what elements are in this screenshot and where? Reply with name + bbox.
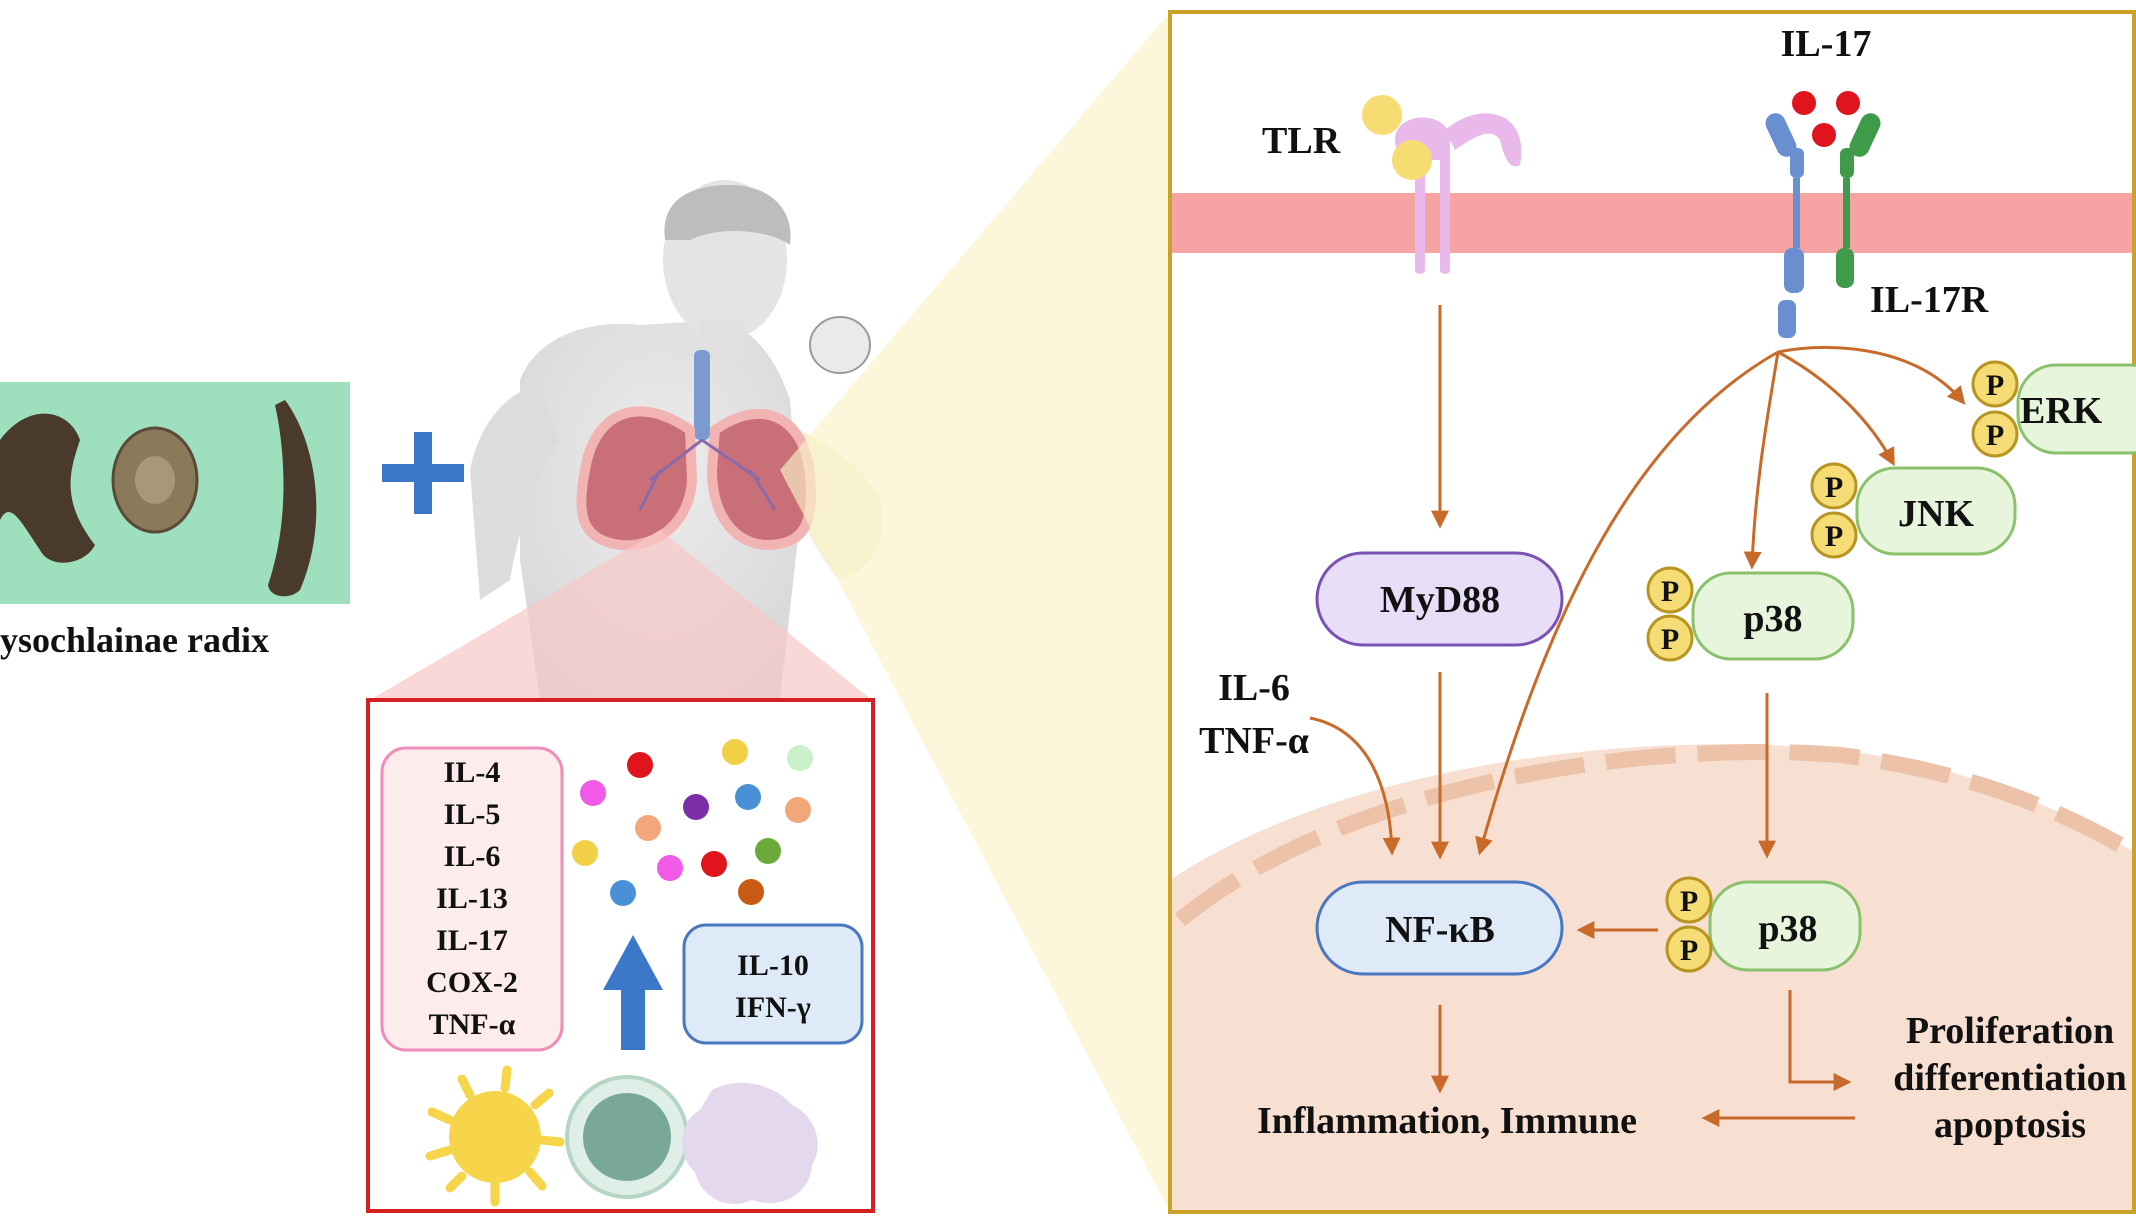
- upregulated-item: IL-5: [444, 798, 501, 831]
- nfkb-node: NF-κB: [1315, 880, 1564, 976]
- il17r-label: IL-17R: [1870, 279, 1989, 321]
- upregulated-panel: [380, 746, 564, 1052]
- phospho-badge: [1810, 511, 1858, 559]
- upregulated-item: IL-17: [436, 924, 508, 957]
- p38-lower-label: p38: [1758, 908, 1817, 950]
- phospho-badge: [1810, 462, 1858, 510]
- receptor-icon: [1362, 95, 1522, 274]
- phospho-label: P: [1680, 885, 1698, 918]
- pathway-zoom-wedge: [780, 12, 1170, 1212]
- myd88-node: MyD88: [1315, 551, 1564, 647]
- jnk-label: JNK: [1898, 493, 1974, 535]
- phospho-label: P: [1986, 419, 2004, 452]
- nfkb-label: NF-κB: [1385, 909, 1495, 951]
- phospho-badge: [1971, 410, 2019, 458]
- nuclear-envelope: [1174, 744, 2136, 927]
- phospho-label: P: [1661, 623, 1679, 656]
- nucleus-region: [1170, 744, 2136, 1212]
- tnfa-label: TNF-α: [1199, 720, 1309, 762]
- arrow-il17r-to-jnk: [1777, 350, 1895, 467]
- herb-slice-core: [135, 456, 175, 504]
- arrow-il17r-to-p38: [1743, 351, 1780, 570]
- upregulated-item: IL-13: [436, 882, 508, 915]
- herb-caption: ysochlainae radix: [0, 620, 269, 660]
- phospho-label: P: [1825, 471, 1843, 504]
- outcome-line: Proliferation: [1906, 1010, 2114, 1052]
- pathway-panel: TLR IL-17 IL-17R MyD88 NF-κB: [1168, 10, 2136, 1214]
- phospho-label: P: [1680, 934, 1698, 967]
- receptor-icon: [1765, 91, 1881, 338]
- pathway-panel-border: [1168, 10, 2136, 1214]
- arrow-p38-to-proliferation: [1788, 990, 1852, 1091]
- arrow-up-icon: [603, 935, 663, 1050]
- cytokine-box: IL-4 IL-5 IL-6 IL-13 IL-17 COX-2 TNF-α: [366, 698, 875, 1213]
- p38-lower-node: p38 P P: [1665, 876, 1862, 973]
- p38-upper-label: p38: [1743, 598, 1802, 640]
- downregulated-item: IFN-γ: [735, 991, 811, 1024]
- il17-label: IL-17: [1781, 23, 1872, 65]
- herb-piece-right: [268, 400, 317, 597]
- inflammation-label: Inflammation, Immune: [1257, 1100, 1637, 1142]
- downregulated-panel: [682, 923, 864, 1045]
- outcome-line: differentiation: [1893, 1057, 2127, 1099]
- pathway-arrows: [1309, 305, 1966, 1127]
- upregulated-item: IL-6: [444, 840, 501, 873]
- phospho-badge: [1665, 876, 1713, 924]
- phospho-badge: [1646, 614, 1694, 662]
- jnk-node: JNK P P: [1810, 462, 2017, 559]
- phospho-badge: [1971, 360, 2019, 408]
- herb-piece-left: [0, 413, 95, 563]
- upregulated-item: COX-2: [426, 966, 518, 999]
- lung-icon: [576, 350, 816, 551]
- plus-icon: [382, 432, 464, 514]
- upregulated-item: TNF-α: [429, 1008, 516, 1041]
- upregulated-item: IL-4: [444, 756, 501, 789]
- cell-icon: [565, 1075, 689, 1199]
- erk-label: ERK: [2020, 390, 2103, 432]
- erk-node: ERK P P: [1971, 360, 2136, 458]
- outcome-line: apoptosis: [1934, 1104, 2086, 1146]
- downregulated-item: IL-10: [737, 949, 809, 982]
- tlr-label: TLR: [1262, 120, 1341, 162]
- herb-panel: ysochlainae radix: [0, 382, 350, 660]
- arrow-il17r-to-nfkb: [1475, 350, 1779, 856]
- phospho-label: P: [1986, 369, 2004, 402]
- lung-zoom-wedge: [370, 530, 872, 700]
- arrow-il6-to-nfkb: [1309, 716, 1401, 856]
- cell-icon: [682, 1082, 818, 1204]
- arrow-il17r-to-erk: [1777, 345, 1966, 405]
- myd88-label: MyD88: [1380, 579, 1500, 621]
- cell-membrane: [1170, 193, 2136, 253]
- phospho-label: P: [1825, 520, 1843, 553]
- phospho-badge: [1646, 566, 1694, 614]
- phospho-label: P: [1661, 575, 1679, 608]
- phospho-badge: [1665, 925, 1713, 973]
- cytokine-dots: [572, 739, 813, 906]
- il6-label: IL-6: [1218, 667, 1290, 709]
- cell-icon: [425, 1065, 565, 1207]
- p38-upper-node: p38 P P: [1646, 566, 1855, 662]
